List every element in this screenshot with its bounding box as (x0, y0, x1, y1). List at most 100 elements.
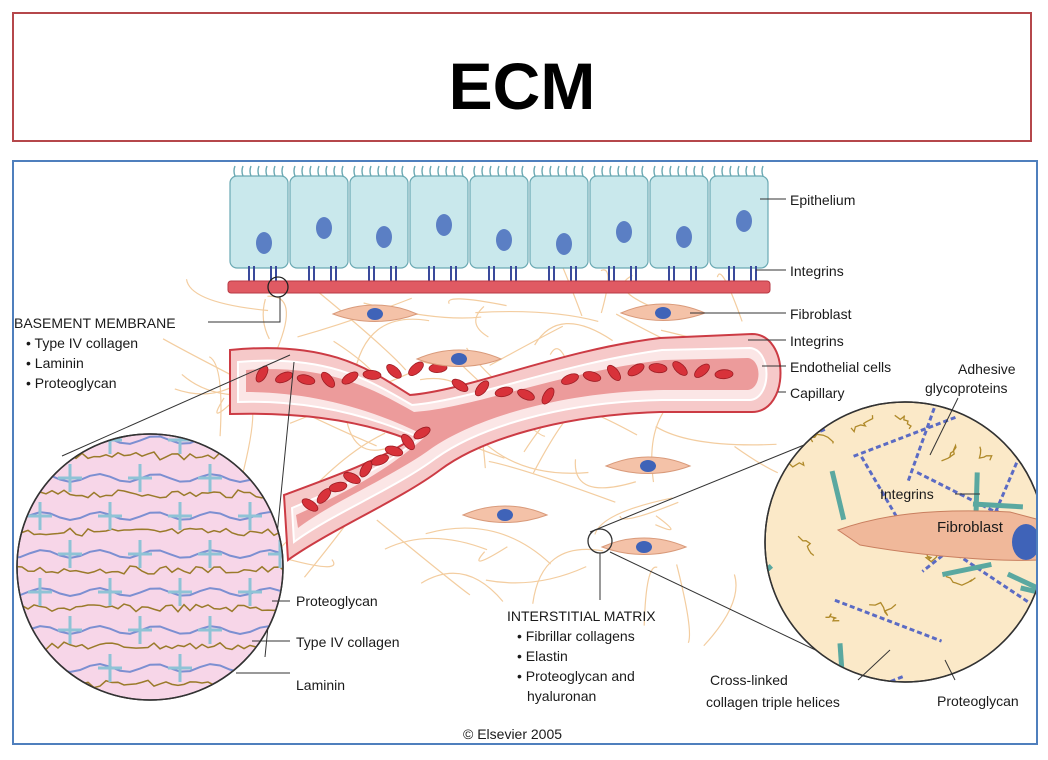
microvillus (721, 165, 724, 177)
label-endothelial-cells: Endothelial cells (790, 359, 891, 375)
fibroblast-nucleus (451, 353, 467, 365)
capillary (229, 332, 782, 562)
microvillus (669, 165, 672, 177)
collagen-triple-helix (834, 598, 943, 643)
red-blood-cell (582, 371, 602, 382)
integrin (608, 266, 610, 282)
fibroblast-nucleus (655, 307, 671, 319)
laminin-cross (28, 502, 52, 530)
microvillus (549, 165, 552, 177)
zoom-fibroblast-nucleus (1012, 524, 1036, 560)
basement-membrane-heading: BASEMENT MEMBRANE (14, 315, 176, 331)
red-blood-cell (371, 454, 389, 466)
epithelial-cell (649, 175, 709, 269)
collagen-fiber (448, 298, 507, 307)
microvillus (533, 165, 536, 177)
basement-membrane-item: • Proteoglycan (26, 375, 117, 391)
proteoglycan (869, 601, 897, 616)
laminin-cross (58, 540, 82, 568)
cell-nucleus (676, 226, 692, 248)
collagen-fiber (655, 426, 777, 446)
matrix-fibroblasts (331, 303, 707, 555)
integrin (313, 266, 315, 282)
proteoglycan (1018, 426, 1031, 440)
collagen-fiber (267, 295, 287, 350)
microvillus (453, 165, 456, 177)
integrin (455, 266, 457, 282)
integrin (428, 266, 430, 282)
integrin (335, 266, 337, 282)
integrin (368, 266, 370, 282)
microvillus (333, 165, 336, 177)
integrin (575, 266, 577, 282)
integrin (493, 266, 495, 282)
integrin (395, 266, 397, 282)
red-blood-cell (517, 388, 535, 401)
label-integrins-top: Integrins (790, 263, 844, 279)
collagen-fiber (475, 310, 599, 323)
integrin (613, 266, 615, 282)
adhesive-glycoprotein (1020, 585, 1036, 602)
integrin (695, 266, 697, 282)
proteoglycan (850, 415, 874, 434)
proteoglycan (978, 446, 993, 461)
collagen-triple-helix (916, 471, 1006, 519)
proteoglycan-strand (17, 641, 283, 651)
proteoglycan (825, 613, 840, 622)
collagen-fiber (486, 444, 589, 474)
microvillus (241, 165, 244, 177)
laminin-cross (98, 578, 122, 606)
microvillus (693, 165, 696, 177)
red-blood-cell (255, 365, 269, 383)
red-blood-cell (401, 433, 415, 451)
epithelial-cell (529, 175, 589, 269)
microvillus (753, 165, 756, 177)
integrin (450, 266, 452, 282)
integrin (733, 266, 735, 282)
adhesive-glycoprotein (829, 470, 847, 521)
label-type-iv-collagen: Type IV collagen (296, 634, 400, 650)
red-blood-cell (343, 472, 361, 484)
proteoglycan-strand (17, 489, 283, 499)
laminin-cross (28, 578, 52, 606)
collagen-fiber (534, 323, 613, 346)
integrin (728, 266, 730, 282)
collagen-fiber (619, 501, 679, 520)
interstitial-magnifier (587, 528, 613, 554)
integrin (755, 266, 757, 282)
microvillus (661, 165, 664, 177)
collagen-fiber (475, 305, 489, 338)
label-proteoglycan-left: Proteoglycan (296, 593, 378, 609)
interstitial-matrix-heading: INTERSTITIAL MATRIX (507, 608, 656, 624)
collagen-fiber (488, 460, 616, 503)
microvillus (521, 165, 524, 177)
laminin-cross (198, 616, 222, 644)
label-laminin: Laminin (296, 677, 345, 693)
integrin (488, 266, 490, 282)
microvillus (393, 165, 396, 177)
integrin (510, 266, 512, 282)
microvillus (473, 165, 476, 177)
red-blood-cell (384, 445, 404, 457)
microvillus (633, 165, 636, 177)
red-blood-cell (561, 373, 579, 385)
laminin-cross (198, 464, 222, 492)
label-glycoproteins: glycoproteins (925, 380, 1008, 396)
microvillus (429, 165, 432, 177)
integrin (433, 266, 435, 282)
red-blood-cell (386, 364, 402, 379)
microvillus (481, 165, 484, 177)
label-integrins-mid: Integrins (790, 333, 844, 349)
integrin (515, 266, 517, 282)
collagen-fiber (384, 537, 488, 551)
proteoglycan-strand (17, 603, 283, 613)
interstitial-matrix-item: • Fibrillar collagens (517, 628, 635, 644)
microvillus (685, 165, 688, 177)
proteoglycan (829, 675, 843, 682)
proteoglycan (894, 414, 912, 430)
interstitial-matrix-zoom (764, 401, 1036, 683)
microvillus (249, 165, 252, 177)
proteoglycan (945, 575, 976, 586)
red-blood-cell (627, 363, 645, 377)
adhesive-glycoprotein (1006, 571, 1036, 598)
